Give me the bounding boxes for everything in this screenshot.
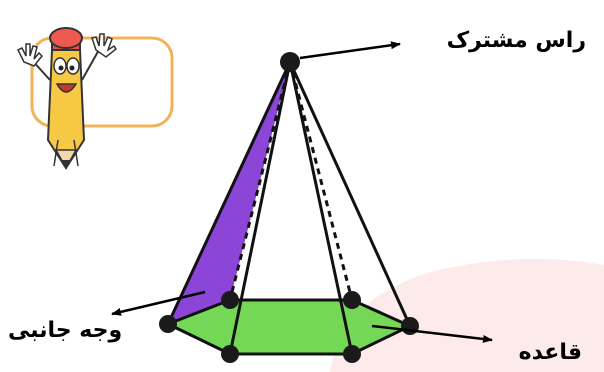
apex-arrow	[299, 41, 401, 60]
lateral-edge	[288, 61, 412, 327]
base-label: قاعده	[518, 340, 582, 365]
face-arrow	[111, 290, 206, 316]
base-vertex	[221, 345, 239, 363]
apex-label: راس مشترک	[446, 28, 586, 53]
lateral-face-label: وجه جانبی	[8, 318, 123, 343]
hidden-edge	[228, 61, 292, 301]
base-arrow	[371, 324, 493, 343]
vertices	[159, 52, 419, 363]
apex-vertex	[280, 52, 300, 72]
lateral-edge	[288, 61, 354, 355]
pencil-mascot-icon	[16, 27, 174, 170]
hidden-edge	[288, 61, 354, 301]
background-blob	[330, 258, 604, 372]
lateral-edge	[228, 61, 292, 355]
base-vertex	[159, 315, 177, 333]
base-vertex	[221, 291, 239, 309]
base-vertex	[343, 291, 361, 309]
base-vertex	[343, 345, 361, 363]
lateral-edge	[166, 61, 292, 325]
